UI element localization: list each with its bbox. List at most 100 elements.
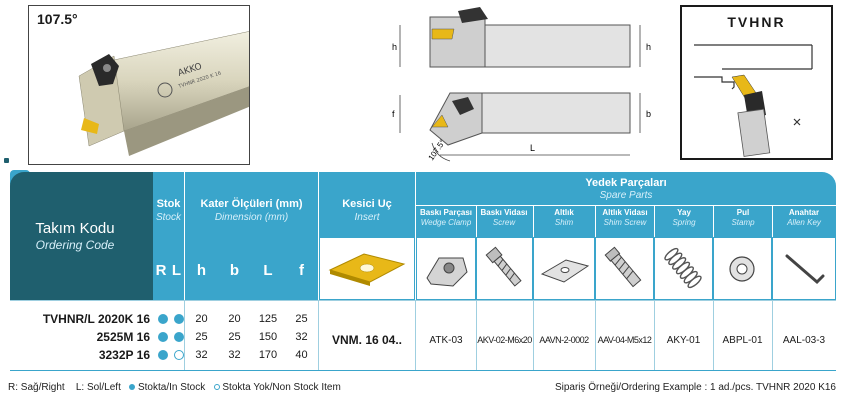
- part-label-allen-key: Anahtar: [788, 208, 820, 217]
- non-stock-dot-icon: [213, 384, 220, 391]
- product-photo: 107.5° AKKO TVHNR 2020 K 16: [28, 5, 250, 165]
- part-sub-stamp: Stamp: [731, 218, 755, 227]
- part-label-shim: Altlık: [554, 208, 574, 217]
- col-f: f: [299, 262, 304, 279]
- row-code: TVHNR/L 2020K 16: [42, 312, 150, 326]
- table-row: 3232P 16 32 32 170 40: [10, 346, 836, 364]
- col-L: L: [171, 262, 182, 279]
- part-label-stamp: Pul: [736, 208, 750, 217]
- dim-f: f: [392, 109, 395, 119]
- in-stock-dot-icon: [129, 384, 136, 391]
- stock-dot-left: [174, 314, 184, 324]
- spare-parts-header: Yedek Parçaları Spare Parts: [416, 172, 836, 237]
- photo-angle-label: 107.5°: [37, 11, 78, 27]
- cell-b: 25: [228, 331, 241, 343]
- cell-L: 170: [258, 349, 278, 361]
- part-code-shim-screw: AAV-04-M5x12: [597, 335, 652, 345]
- ordering-code-header: Takım Kodu Ordering Code: [10, 172, 153, 300]
- col-R: R: [155, 262, 167, 279]
- insert-header: Kesici Uç Insert: [319, 172, 415, 237]
- stock-dot-right: [158, 314, 168, 324]
- part-code-stamp: ABPL-01: [722, 335, 763, 346]
- legend-right: R: Sağ/Right: [8, 382, 65, 393]
- shim-icon: [540, 259, 590, 283]
- part-sub-wedge-clamp: Wedge Clamp: [420, 218, 472, 227]
- bullet-icon: [4, 158, 9, 163]
- part-code-spring: AKY-01: [666, 335, 701, 346]
- stock-dot-right: [158, 332, 168, 342]
- screw-icon: [485, 246, 522, 287]
- legend-non-stock: Stokta Yok/Non Stock Item: [222, 382, 341, 393]
- part-sub-screw: Screw: [492, 218, 516, 227]
- screw-image: [476, 237, 533, 300]
- cell-h: 20: [195, 313, 208, 325]
- stock-header: Stok Stock: [153, 172, 184, 300]
- cell-L: 150: [258, 331, 278, 343]
- dim-b: b: [646, 109, 651, 119]
- spring-image: [654, 237, 713, 300]
- shim-screw-image: [595, 237, 654, 300]
- table-row: 2525M 16 25 25 150 32: [10, 328, 836, 346]
- ordering-code-title: Takım Kodu: [35, 220, 115, 237]
- col-b: b: [229, 262, 240, 279]
- dim-h-left: h: [392, 42, 397, 52]
- col-Lval: L: [263, 262, 273, 279]
- shim-screw-icon: [604, 246, 642, 288]
- part-code-wedge-clamp: ATK-03: [429, 335, 463, 346]
- tvhnr-diagram: TVHNR: [680, 5, 833, 160]
- cell-f: 40: [295, 349, 308, 361]
- cell-L: 125: [258, 313, 278, 325]
- technical-drawings: h h f b 107.5° L: [392, 7, 651, 162]
- legend: R: Sağ/Right L: Sol/Left Stokta/In Stock…: [8, 382, 341, 393]
- stamp-image: [713, 237, 772, 300]
- part-sub-shim: Shim: [554, 218, 574, 227]
- cell-h: 25: [195, 331, 208, 343]
- dim-length: L: [530, 143, 535, 153]
- insert-code: VNM. 16 04..: [331, 333, 403, 347]
- dimension-title: Kater Ölçüleri (mm): [200, 198, 303, 210]
- part-sub-shim-screw: Shim Screw: [603, 218, 647, 227]
- insert-title: Kesici Uç: [342, 198, 392, 210]
- stock-dot-right: [158, 350, 168, 360]
- cell-f: 25: [295, 313, 308, 325]
- allen-key-icon: [785, 254, 825, 285]
- tvhnr-title: TVHNR: [727, 14, 786, 30]
- toolholder-photo: AKKO TVHNR 2020 K 16: [78, 31, 249, 156]
- allen-key-image: [772, 237, 836, 300]
- part-label-screw: Baskı Vidası: [480, 208, 528, 217]
- part-label-spring: Yay: [677, 208, 691, 217]
- cell-h: 32: [195, 349, 208, 361]
- insert-image-cell: [319, 237, 415, 300]
- cell-b: 32: [228, 349, 241, 361]
- row-code: 2525M 16: [96, 330, 150, 344]
- part-sub-spring: Spring: [672, 218, 696, 227]
- stock-subtitle: Stock: [155, 212, 181, 223]
- stock-dot-left: [174, 332, 184, 342]
- stock-title: Stok: [156, 198, 181, 210]
- part-code-screw: AKV-02-M6x20: [477, 335, 532, 345]
- table-row: TVHNR/L 2020K 16 20 20 125 25: [10, 310, 836, 328]
- wedge-clamp-image: [416, 237, 476, 300]
- ordering-example: Sipariş Örneği/Ordering Example : 1 ad./…: [554, 382, 836, 393]
- spare-parts-subtitle: Spare Parts: [599, 190, 653, 201]
- insert-subtitle: Insert: [354, 212, 380, 223]
- washer-icon: [729, 256, 755, 282]
- shim-image: [533, 237, 595, 300]
- ordering-code-subtitle: Ordering Code: [35, 238, 115, 252]
- part-code-shim: AAVN-2-0002: [539, 335, 589, 345]
- part-label-shim-screw: Altlık Vidası: [602, 208, 648, 217]
- stock-dot-left: [174, 350, 184, 360]
- wedge-clamp-icon: [426, 257, 468, 287]
- row-code: 3232P 16: [98, 348, 150, 362]
- part-code-allen-key: AAL-03-3: [782, 335, 826, 346]
- part-label-wedge-clamp: Baskı Parçası: [419, 208, 473, 217]
- spring-icon: [664, 247, 702, 289]
- legend-left: L: Sol/Left: [75, 382, 121, 393]
- cell-f: 32: [295, 331, 308, 343]
- tvhnr-schematic: [694, 44, 813, 157]
- part-sub-allen-key: Allen Key: [787, 218, 821, 227]
- insert-icon: [328, 253, 406, 286]
- col-h: h: [196, 262, 207, 279]
- dimension-header: Kater Ölçüleri (mm) Dimension (mm): [185, 172, 318, 300]
- dim-h-right: h: [646, 42, 651, 52]
